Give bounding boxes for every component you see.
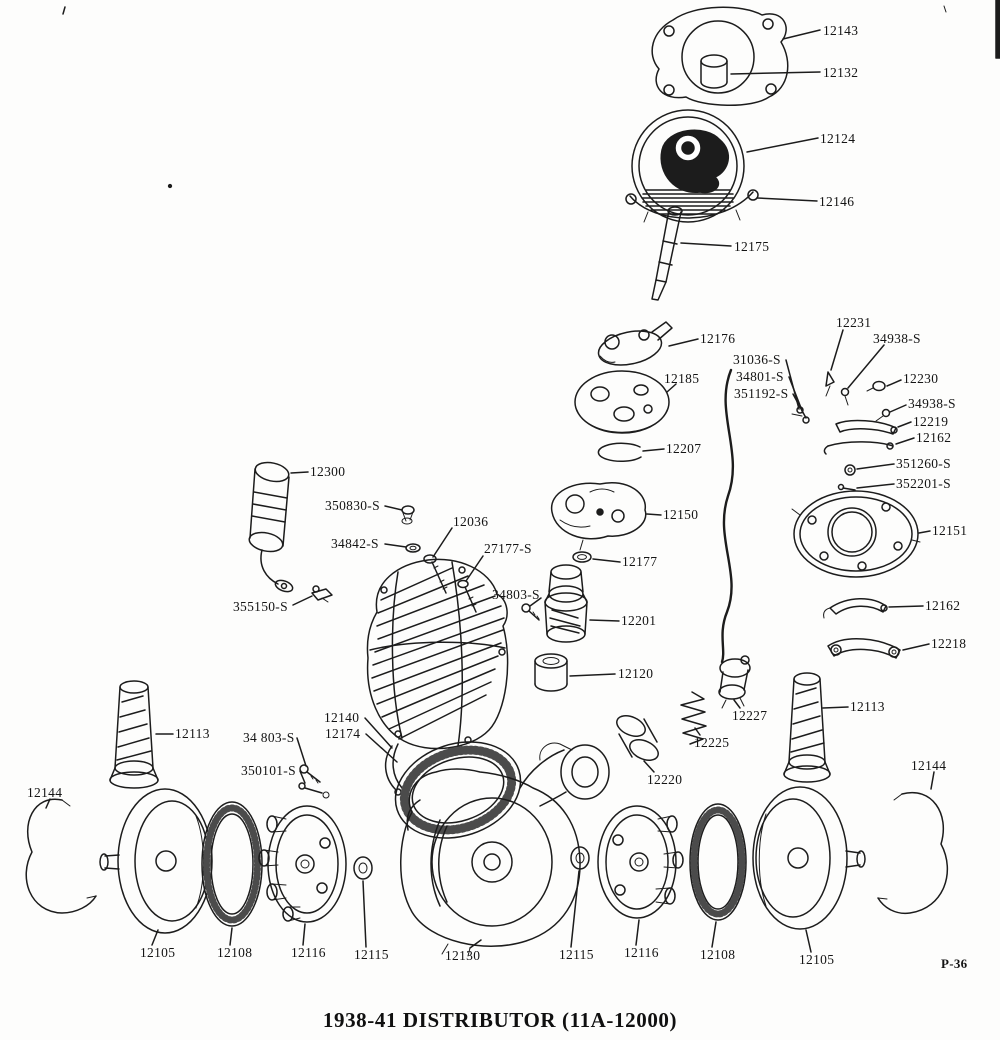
part-label-12207: 12207 (666, 441, 702, 456)
part-label-12227: 12227 (732, 708, 768, 723)
part-label-34842-s: 34842-S (331, 536, 379, 551)
part-label-12108-right: 12108 (700, 947, 736, 962)
part-label-12115-right: 12115 (559, 947, 594, 962)
part-label-12162-lower: 12162 (925, 598, 961, 613)
part-drawing-12185 (574, 370, 670, 434)
part-drawing-bottom-screws (298, 764, 330, 799)
part-label-350830-s: 350830-S (325, 498, 380, 513)
part-label-350101-s: 350101-S (241, 763, 296, 778)
part-label-12176: 12176 (700, 331, 736, 346)
part-label-12108-left: 12108 (217, 945, 253, 960)
part-label-12201: 12201 (621, 613, 657, 628)
part-drawing-12105-right (752, 786, 866, 930)
part-label-351260-s: 351260-S (896, 456, 951, 471)
part-drawing-12218 (827, 638, 901, 659)
part-label-352201-s: 352201-S (896, 476, 951, 491)
part-drawing-12116-left (258, 805, 347, 923)
part-drawing-primary-wire (720, 368, 810, 664)
part-drawing-355150s-clamp (311, 585, 333, 603)
part-drawing-12201 (544, 564, 588, 643)
part-drawing-12146 (625, 189, 759, 223)
part-label-34938-s-lower: 34938-S (908, 396, 956, 411)
part-label-12113-left: 12113 (175, 726, 210, 741)
part-drawing-12113-left (109, 680, 159, 789)
part-drawing-12162-lower (823, 598, 888, 619)
part-drawing-12150 (551, 482, 647, 551)
part-label-31036-s: 31036-S (733, 352, 781, 367)
part-label-12105-left: 12105 (140, 945, 176, 960)
part-label-12116-left: 12116 (291, 945, 326, 960)
part-drawing-350830s (401, 505, 415, 525)
part-label-12225: 12225 (694, 735, 730, 750)
part-label-12150: 12150 (663, 507, 699, 522)
part-label-12230: 12230 (903, 371, 939, 386)
part-label-12174: 12174 (325, 726, 361, 741)
part-drawing-12108-right (689, 803, 747, 921)
part-drawing-12220 (616, 715, 659, 761)
part-drawing-12207 (597, 442, 642, 463)
part-drawing-distributor-cap (366, 558, 509, 750)
part-label-12120: 12120 (618, 666, 654, 681)
part-drawing-12227 (718, 655, 751, 709)
part-label-12115-left: 12115 (354, 947, 389, 962)
part-label-12132: 12132 (823, 65, 859, 80)
part-drawing-27177s-screw (457, 579, 477, 613)
part-label-12105-right: 12105 (799, 952, 835, 967)
part-label-34-803-s: 34 803-S (243, 730, 295, 745)
part-label-12144-right: 12144 (911, 758, 947, 773)
part-label-12300: 12300 (310, 464, 346, 479)
part-drawing-12108-left (201, 801, 263, 927)
part-label-12220: 12220 (647, 772, 683, 787)
part-drawing-12140 (384, 743, 403, 796)
part-drawing-12115-left (353, 856, 373, 880)
part-drawing-12116-right (597, 805, 684, 919)
part-label-12036: 12036 (453, 514, 489, 529)
part-drawing-12105-left (99, 788, 213, 934)
part-label-34801-s: 34801-S (736, 369, 784, 384)
part-label-12140: 12140 (324, 710, 360, 725)
plate-code: P-36 (941, 956, 968, 971)
scan-artifacts (62, 0, 1000, 189)
part-label-12113-right: 12113 (850, 699, 885, 714)
part-label-12130: 12130 (445, 948, 481, 963)
part-drawing-12175 (651, 206, 683, 301)
part-label-12218: 12218 (931, 636, 967, 651)
part-label-12185: 12185 (664, 371, 700, 386)
part-label-12146: 12146 (819, 194, 855, 209)
part-label-351192-s: 351192-S (734, 386, 789, 401)
part-drawing-12144-right (877, 791, 949, 915)
part-drawing-12151 (791, 490, 921, 578)
part-label-12177: 12177 (622, 554, 658, 569)
part-drawing-12124 (631, 109, 745, 223)
part-drawing-12120 (534, 653, 568, 692)
part-label-12116-right: 12116 (624, 945, 659, 960)
part-drawing-12144-left (25, 798, 97, 914)
part-drawing-12143 (651, 6, 789, 106)
part-drawing-34803s-screw (521, 603, 540, 621)
diagram-title: 1938-41 DISTRIBUTOR (11A-12000) (322, 1008, 678, 1032)
part-label-12143: 12143 (823, 23, 859, 38)
part-drawing-12115-right (570, 846, 590, 870)
part-drawing-right-hardware (823, 371, 898, 491)
part-label-34938-s-upper: 34938-S (873, 331, 921, 346)
part-drawing-12300 (248, 461, 294, 593)
part-label-12219: 12219 (913, 414, 949, 429)
part-drawing-12113-right (783, 672, 831, 783)
part-drawing-12177 (572, 551, 592, 563)
part-label-12151: 12151 (932, 523, 968, 538)
part-drawing-12130 (400, 742, 610, 957)
leader-lines (45, 29, 935, 953)
part-drawing-34842s (405, 543, 421, 553)
part-label-12231: 12231 (836, 315, 872, 330)
part-label-27177-s: 27177-S (484, 541, 532, 556)
part-label-12175: 12175 (734, 239, 770, 254)
part-label-34803-s: 34803-S (492, 587, 540, 602)
part-label-355150-s: 355150-S (233, 599, 288, 614)
part-drawing-12225 (680, 691, 707, 745)
part-label-12162-upper: 12162 (916, 430, 952, 445)
part-label-12144-left: 12144 (27, 785, 63, 800)
part-label-12124: 12124 (820, 131, 856, 146)
part-drawing-12176 (597, 321, 673, 366)
